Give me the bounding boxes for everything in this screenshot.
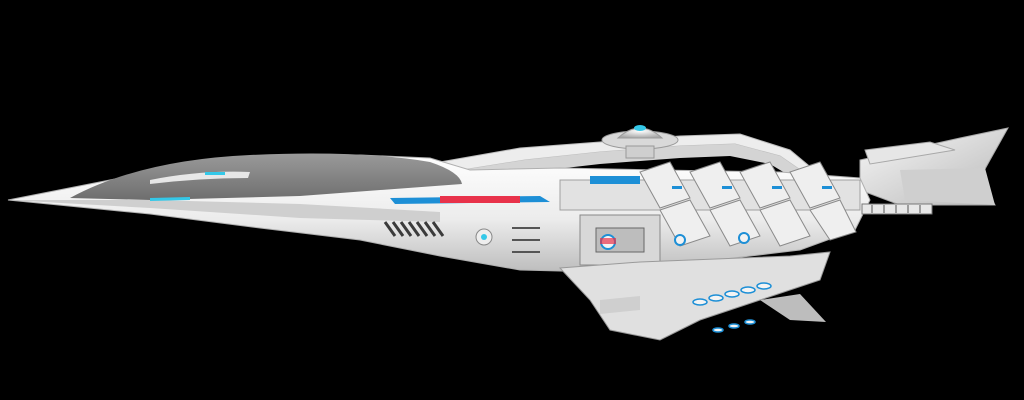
hull-stripe: [150, 196, 550, 204]
rear-detail-strip: [861, 203, 933, 215]
tail-fin: [859, 127, 1009, 206]
panel-lights: [672, 186, 832, 246]
vent-grille: [383, 221, 540, 253]
missile-rack: [692, 282, 772, 333]
canopy: [70, 153, 462, 200]
sensor-dome: [601, 125, 679, 159]
lower-pod: [558, 251, 831, 341]
armor-panels: [639, 161, 857, 247]
